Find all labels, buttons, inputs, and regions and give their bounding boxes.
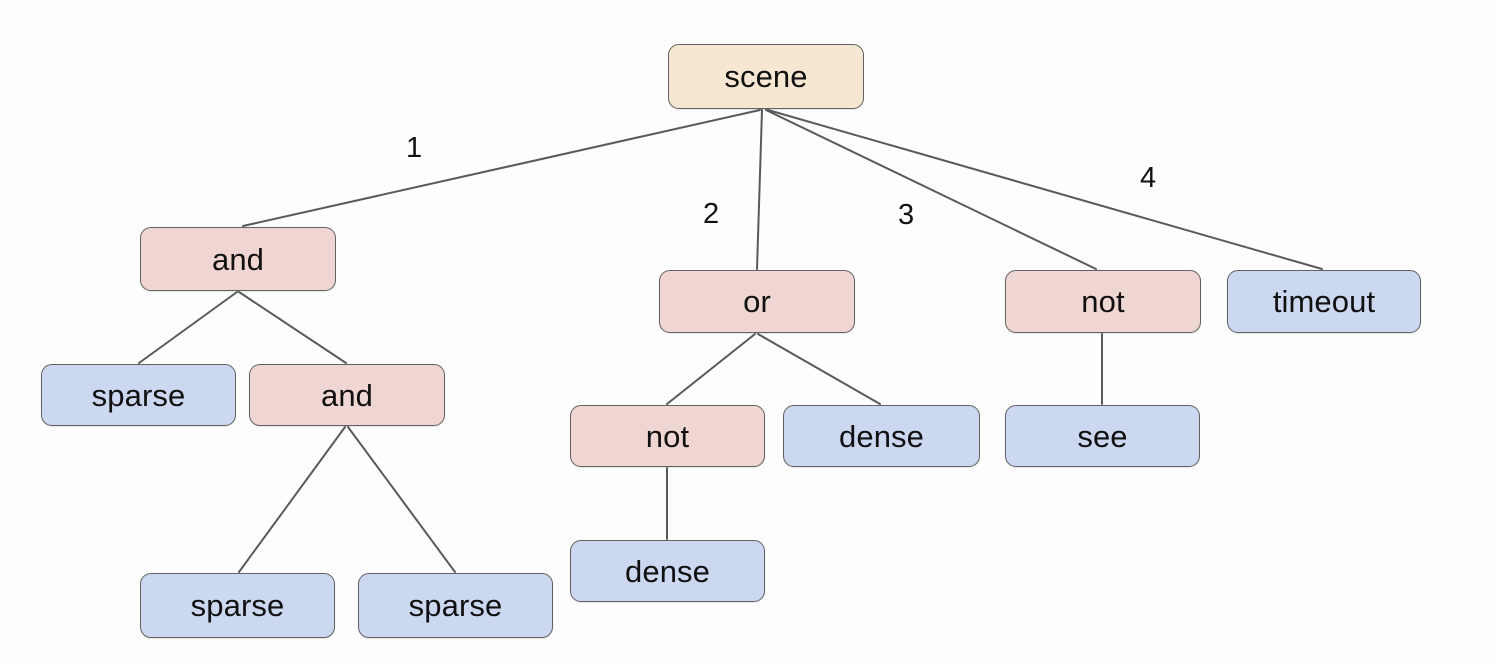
tree-node-label: not (1081, 284, 1125, 319)
tree-node-label: sparse (190, 588, 285, 623)
tree-node-label: see (1077, 418, 1128, 454)
tree-node-label: and (320, 377, 374, 413)
tree-node-or1[interactable]: or (659, 270, 855, 333)
tree-edge-and1-to-sparse1 (138, 291, 238, 364)
edge-label-4: 4 (1140, 162, 1157, 194)
tree-node-scene[interactable]: scene (668, 44, 864, 109)
tree-edge-or1-to-not2 (666, 333, 756, 405)
tree-node-label: or (743, 284, 771, 319)
tree-node-label: and (211, 241, 265, 277)
tree-node-sparse3[interactable]: sparse (358, 573, 553, 638)
tree-node-label: not (645, 418, 690, 454)
tree-edge-scene-to-not1 (765, 109, 1097, 270)
tree-edge-scene-to-timeout1 (767, 109, 1323, 270)
tree-node-label: timeout (1272, 284, 1376, 319)
tree-node-and2[interactable]: and (249, 364, 445, 426)
tree-node-label: dense (839, 418, 924, 454)
tree-node-not2[interactable]: not (570, 405, 765, 467)
tree-node-label: scene (724, 59, 808, 94)
tree-edge-and2-to-sparse2 (238, 426, 346, 573)
edge-label-1: 1 (406, 132, 423, 164)
tree-node-timeout1[interactable]: timeout (1227, 270, 1421, 333)
tree-edge-scene-to-or1 (756, 109, 763, 270)
edge-label-2: 2 (703, 198, 720, 230)
tree-node-sparse2[interactable]: sparse (140, 573, 335, 638)
tree-node-not1[interactable]: not (1005, 270, 1201, 333)
tree-node-and1[interactable]: and (140, 227, 336, 291)
tree-node-label: sparse (91, 377, 186, 413)
tree-edge-scene-to-and1 (242, 109, 761, 227)
tree-node-label: dense (625, 553, 710, 589)
tree-node-label: sparse (408, 588, 503, 623)
tree-node-see1[interactable]: see (1005, 405, 1200, 467)
tree-edge-and1-to-and2 (238, 291, 347, 364)
tree-edge-and2-to-sparse3 (347, 426, 456, 573)
tree-node-sparse1[interactable]: sparse (41, 364, 236, 426)
tree-edge-or1-to-dense1 (757, 333, 881, 405)
tree-node-dense2[interactable]: dense (570, 540, 765, 602)
tree-node-dense1[interactable]: dense (783, 405, 980, 467)
edge-label-3: 3 (898, 199, 915, 231)
